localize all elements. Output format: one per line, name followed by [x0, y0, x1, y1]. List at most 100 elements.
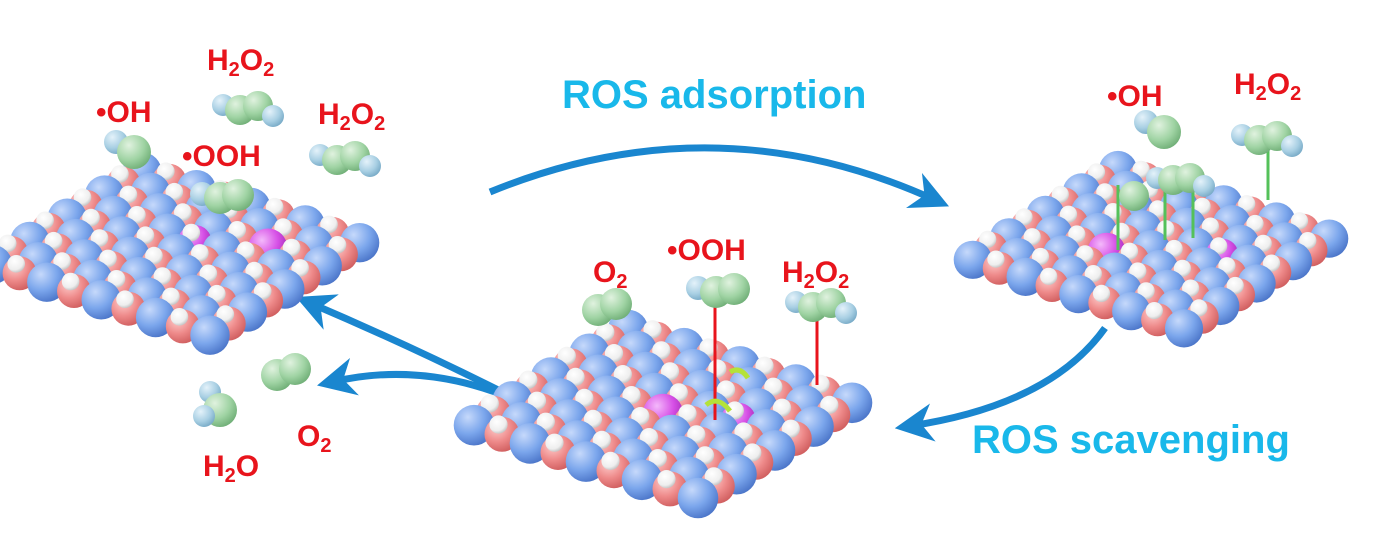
hydrogen-cap	[596, 323, 615, 342]
hydrogen-cap	[1218, 257, 1236, 275]
label-hydrogen-peroxide-middle: H2O2	[782, 256, 850, 293]
hydrogen-cap	[489, 415, 508, 434]
metal-atom	[565, 441, 607, 482]
scavenging-arrow	[894, 325, 1108, 442]
hydrogen-cap	[699, 338, 718, 357]
hydrogen-cap	[1068, 225, 1086, 243]
metal-atom	[677, 477, 719, 519]
hydrogen-cap	[1145, 302, 1163, 320]
hydrogen-cap	[1132, 160, 1150, 178]
metal-atom	[453, 404, 495, 446]
hydrogen-cap	[734, 422, 753, 441]
hydrogen-cap	[1182, 279, 1200, 297]
hydrogen-cap	[652, 341, 671, 360]
hydrogen-cap	[53, 252, 71, 270]
hydrogen-cap	[245, 261, 263, 280]
hydrogen-cap	[601, 451, 620, 470]
hydrogen-cap	[1015, 208, 1033, 226]
label-hydroxyl-radical-right: •OH	[1107, 80, 1163, 113]
regeneration-arrow	[295, 294, 520, 404]
hydrogen-cap	[1084, 265, 1102, 283]
hydrogen-cap	[1096, 183, 1114, 201]
hydrogen-cap	[772, 398, 792, 417]
adsorbed-ros-molecule-right-b	[1146, 163, 1215, 197]
hydrogen-cap	[199, 264, 218, 283]
hydrogen-cap	[107, 270, 126, 288]
hydrogen-cap	[1087, 163, 1106, 181]
label-hydrogen-peroxide-left-right: H2O2	[318, 98, 386, 135]
step-label-ros-scavenging: ROS scavenging	[972, 418, 1290, 462]
hydrogen-cap	[1193, 197, 1211, 215]
hydrogen-cap	[1023, 228, 1041, 246]
hydrogen-cap	[44, 231, 63, 250]
hydrogen-cap	[61, 272, 80, 291]
hydrogen-cap	[228, 221, 246, 239]
metal-atom	[135, 297, 176, 338]
hydrogen-cap	[613, 365, 632, 384]
hydrogen-cap	[116, 290, 134, 309]
hydrogen-cap	[90, 229, 109, 247]
hydrogen-cap	[648, 449, 667, 468]
hydrogen-cap	[1173, 259, 1191, 277]
adsorption-arrow	[488, 144, 950, 208]
hydrogen-peroxide-molecule-left-top	[212, 91, 284, 127]
hydrogen-cap	[274, 218, 292, 236]
label-hydroxyl-radical-left: •OH	[96, 96, 152, 129]
hydrogen-cap	[631, 407, 650, 426]
hydroxyl-radical-molecule-left	[104, 130, 151, 169]
metal-atom	[190, 315, 230, 355]
hydrogen-cap	[282, 238, 301, 257]
hydrogen-cap	[236, 241, 255, 259]
hydrogen-cap	[743, 443, 762, 462]
bond-highlight	[728, 367, 751, 380]
hydroperoxyl-radical-molecule-middle	[686, 273, 750, 308]
catalyst-slab-middle	[453, 309, 873, 519]
metal-atom	[1112, 292, 1151, 331]
hydrogen-cap	[639, 428, 659, 447]
label-oxygen-product: O2	[297, 420, 332, 457]
hydrogen-cap	[545, 433, 564, 452]
hydroperoxyl-radical-molecule-left	[190, 179, 254, 214]
hydrogen-cap	[725, 401, 744, 420]
metal-atom	[953, 240, 992, 279]
hydrogen-cap	[1076, 245, 1094, 263]
hydrogen-cap	[1137, 282, 1155, 300]
hydrogen-atom	[193, 405, 215, 427]
hydrogen-cap	[253, 282, 272, 300]
hydrogen-cap	[1040, 267, 1058, 285]
water-molecule-product	[193, 381, 237, 427]
hydrogen-cap	[1254, 234, 1272, 252]
hydrogen-cap	[527, 391, 547, 410]
hydrogen-cap	[7, 254, 25, 273]
hydrogen-cap	[1051, 185, 1069, 203]
hydrogen-peroxide-molecule-middle	[785, 288, 857, 324]
oxygen-atom-molecule	[718, 273, 750, 305]
oxygen-atom-molecule	[222, 179, 254, 211]
metal-atom	[27, 262, 67, 302]
hydrogen-cap	[1190, 299, 1208, 317]
hydrogen-atom	[359, 155, 381, 177]
hydrogen-cap	[170, 308, 189, 326]
label-oxygen-middle: O2	[593, 256, 628, 293]
hydrogen-peroxide-molecule-right	[1231, 121, 1303, 157]
hydrogen-cap	[583, 409, 603, 428]
molecules	[104, 91, 1303, 427]
hydrogen-peroxide-molecule-left-right	[309, 141, 381, 177]
hydrogen-cap	[643, 320, 662, 339]
hydrogen-cap	[660, 362, 680, 381]
hydrogen-cap	[73, 188, 92, 206]
hydrogen-cap	[111, 165, 129, 183]
hydrogen-cap	[174, 203, 192, 221]
hydroxyl-radical-molecule-right	[1134, 110, 1181, 149]
hydrogen-atom	[835, 302, 857, 324]
hydrogen-cap	[82, 208, 100, 227]
catalyst-slabs	[0, 150, 1349, 519]
metal-atom	[621, 459, 663, 501]
hydrogen-cap	[1149, 200, 1167, 218]
catalyst-slab-left	[0, 152, 380, 355]
hydrogen-cap	[657, 470, 676, 489]
hydrogen-cap	[987, 250, 1005, 268]
hydrogen-cap	[669, 383, 688, 402]
hydrogen-cap	[1129, 262, 1147, 280]
